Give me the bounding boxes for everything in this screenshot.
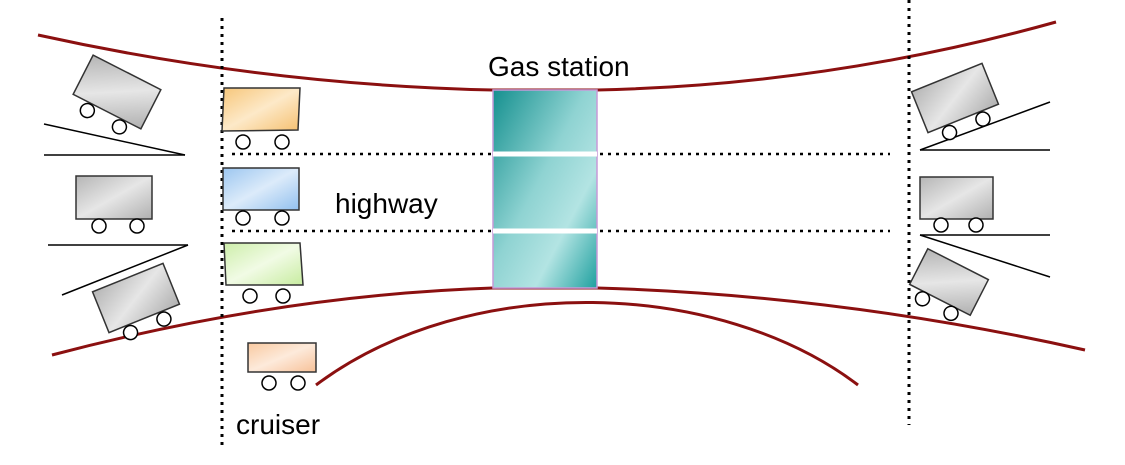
cruiser-label: cruiser [236,409,320,440]
truck-icon [221,87,301,150]
truck-icon [72,54,162,135]
gas-station-icon [492,89,598,289]
truck-icon [223,242,304,304]
highway-label: highway [335,188,438,219]
truck-icon [91,262,181,341]
truck-icon [908,247,990,322]
left-ramps [43,123,189,296]
cruiser-icon [247,342,317,391]
truck-icon [919,176,994,233]
truck-icon [910,62,1000,141]
truck-icon [75,175,153,234]
gas-station-label: Gas station [488,51,630,82]
truck-icon [222,167,300,226]
cruiser-road-edge [315,300,859,387]
